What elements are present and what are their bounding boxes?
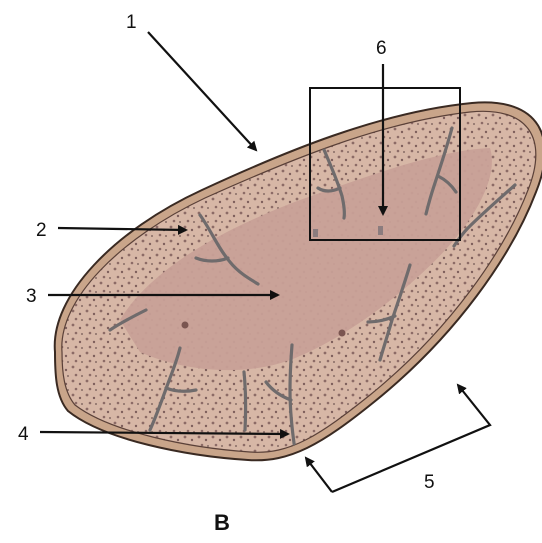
callout-label-5: 5: [424, 472, 435, 493]
callout-label-2: 2: [36, 220, 47, 241]
arrow-1: [148, 32, 256, 150]
medulla-nodule: [339, 330, 346, 337]
callout-label-1: 1: [126, 12, 137, 33]
medulla-nodule: [378, 226, 383, 235]
medulla-nodule: [313, 229, 318, 237]
bracket-5-lower: [306, 458, 332, 492]
callout-label-4: 4: [18, 424, 29, 445]
callout-label-3: 3: [26, 286, 37, 307]
callout-label-6: 6: [376, 38, 387, 59]
panel-label: B: [214, 510, 230, 535]
medulla-nodule: [182, 322, 189, 329]
